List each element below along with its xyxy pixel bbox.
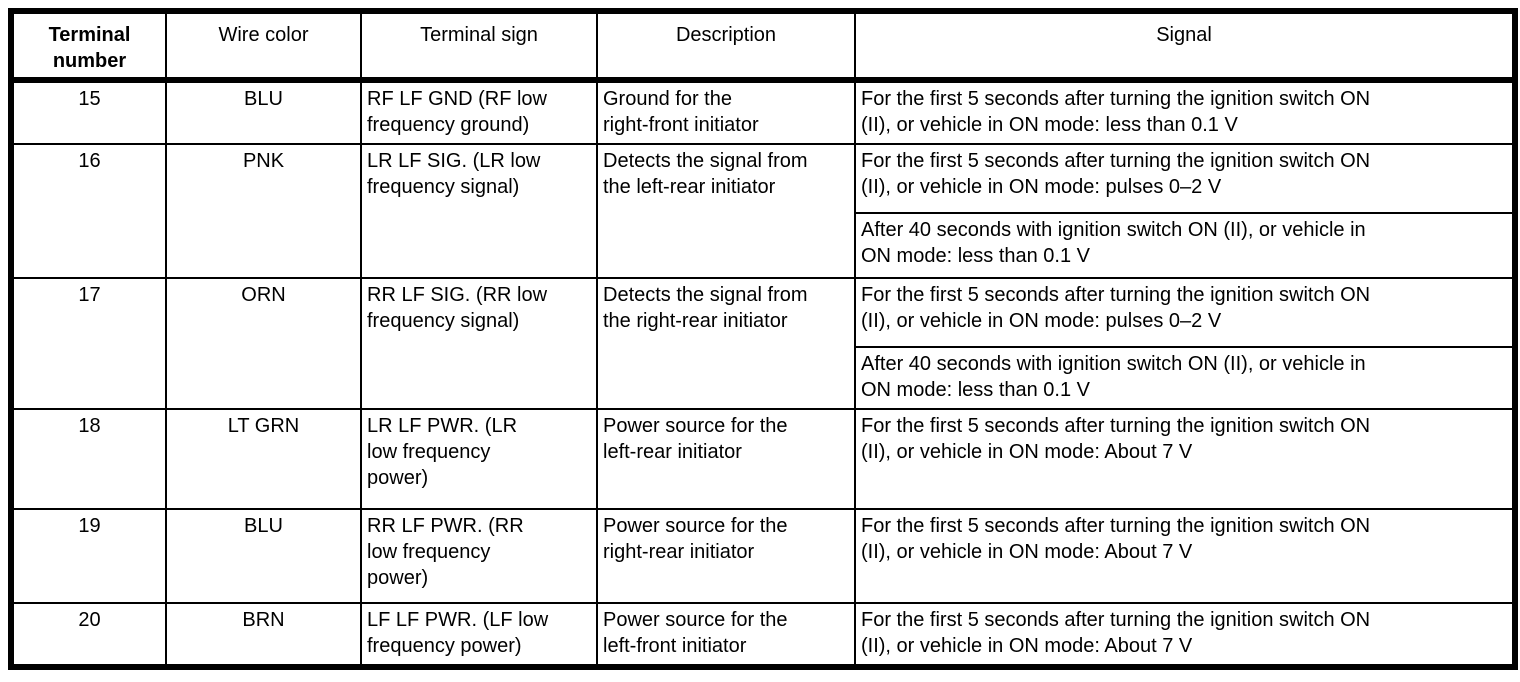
signal-cell: After 40 seconds with ignition switch ON…	[854, 212, 1516, 279]
description-cell: Power source for the left-front initiato…	[596, 602, 856, 668]
description-cell: Power source for the right-rear initiato…	[596, 508, 856, 604]
terminal-number-cell: 18	[10, 408, 167, 510]
table-row: 20 BRN LF LF PWR. (LF low frequency powe…	[10, 602, 1516, 668]
terminal-sign-cell: LR LF PWR. (LR low frequency power)	[360, 408, 598, 510]
description-cell: Detects the signal from the left-rear in…	[596, 143, 856, 279]
header-terminal-sign: Terminal sign	[360, 10, 598, 83]
table-row: 19 BLU RR LF PWR. (RR low frequency powe…	[10, 508, 1516, 604]
wire-color-cell: PNK	[165, 143, 362, 279]
terminal-sign-cell: LR LF SIG. (LR low frequency signal)	[360, 143, 598, 279]
terminal-number-cell: 16	[10, 143, 167, 279]
signal-cell: For the first 5 seconds after turning th…	[854, 143, 1516, 214]
wire-color-cell: BLU	[165, 508, 362, 604]
table-row: 15 BLU RF LF GND (RF low frequency groun…	[10, 79, 1516, 145]
header-description: Description	[596, 10, 856, 83]
signal-cell: For the first 5 seconds after turning th…	[854, 79, 1516, 145]
wire-color-cell: BLU	[165, 79, 362, 145]
table-header-row: Terminal number Wire color Terminal sign…	[10, 10, 1516, 83]
table-row: 17 ORN RR LF SIG. (RR low frequency sign…	[10, 277, 1516, 410]
signal-cell: For the first 5 seconds after turning th…	[854, 602, 1516, 668]
header-terminal-number: Terminal number	[10, 10, 167, 83]
header-signal: Signal	[854, 10, 1516, 83]
signal-cell: For the first 5 seconds after turning th…	[854, 408, 1516, 510]
wire-color-cell: BRN	[165, 602, 362, 668]
terminal-number-cell: 15	[10, 79, 167, 145]
signal-cell: After 40 seconds with ignition switch ON…	[854, 346, 1516, 410]
signal-cell: For the first 5 seconds after turning th…	[854, 277, 1516, 348]
terminal-sign-cell: RR LF SIG. (RR low frequency signal)	[360, 277, 598, 410]
description-cell: Detects the signal from the right-rear i…	[596, 277, 856, 410]
signal-cell: For the first 5 seconds after turning th…	[854, 508, 1516, 604]
table-row: 18 LT GRN LR LF PWR. (LR low frequency p…	[10, 408, 1516, 510]
table-row-sub: After 40 seconds with ignition switch ON…	[11, 212, 1516, 279]
terminal-number-cell: 20	[10, 602, 167, 668]
terminal-sign-cell: RR LF PWR. (RR low frequency power)	[360, 508, 598, 604]
wire-color-cell: LT GRN	[165, 408, 362, 510]
wire-color-cell: ORN	[165, 277, 362, 410]
table-row: 16 PNK LR LF SIG. (LR low frequency sign…	[10, 143, 1516, 279]
terminal-signal-table: Terminal number Wire color Terminal sign…	[8, 8, 1518, 670]
table-row-sub: After 40 seconds with ignition switch ON…	[11, 346, 1516, 410]
terminal-number-cell: 17	[10, 277, 167, 410]
terminal-number-cell: 19	[10, 508, 167, 604]
description-cell: Power source for the left-rear initiator	[596, 408, 856, 510]
terminal-sign-cell: RF LF GND (RF low frequency ground)	[360, 79, 598, 145]
header-wire-color: Wire color	[165, 10, 362, 83]
description-cell: Ground for the right-front initiator	[596, 79, 856, 145]
terminal-sign-cell: LF LF PWR. (LF low frequency power)	[360, 602, 598, 668]
